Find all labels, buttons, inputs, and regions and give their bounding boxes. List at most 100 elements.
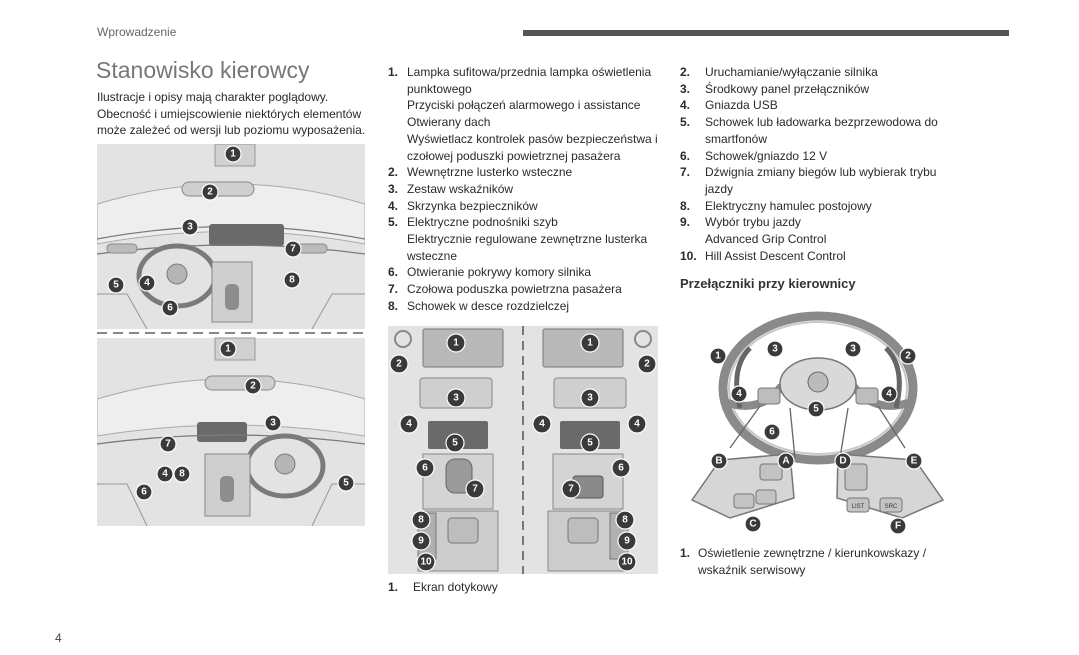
callout: 8 — [283, 271, 301, 289]
callout: B — [710, 452, 728, 470]
callout: 5 — [445, 433, 465, 453]
svg-text:8: 8 — [289, 275, 295, 286]
svg-text:1: 1 — [453, 338, 459, 349]
svg-text:10: 10 — [420, 557, 432, 568]
callout: 8 — [173, 465, 191, 483]
callout: 3 — [580, 388, 600, 408]
callout: 8 — [411, 510, 431, 530]
svg-text:3: 3 — [850, 344, 856, 355]
svg-text:6: 6 — [769, 427, 775, 438]
callout: 8 — [615, 510, 635, 530]
callout: F — [889, 517, 907, 535]
svg-text:E: E — [911, 456, 918, 467]
list-item: 4.Skrzynka bezpieczników — [388, 198, 538, 213]
callout: 1 — [446, 333, 466, 353]
svg-text:5: 5 — [113, 280, 119, 291]
callout: 9 — [617, 531, 637, 551]
callout: 6 — [135, 483, 153, 501]
callout: 3 — [844, 340, 862, 358]
src-label: SRC — [885, 504, 898, 510]
svg-text:7: 7 — [290, 244, 296, 255]
callout: 4 — [399, 414, 419, 434]
center-console-illustration: 1 2 3 4 5 6 7 8 9 10 1 2 3 4 4 5 6 7 8 9… — [388, 326, 658, 574]
svg-text:7: 7 — [568, 484, 574, 495]
svg-text:6: 6 — [141, 487, 147, 498]
svg-text:9: 9 — [624, 536, 630, 547]
callout: 6 — [611, 458, 631, 478]
dashboard-illustrations: 1 2 3 7 8 5 4 6 1 2 3 7 4 8 6 5 — [97, 144, 365, 526]
callout: 4 — [627, 414, 647, 434]
callout: 5 — [107, 276, 125, 294]
svg-text:8: 8 — [179, 469, 185, 480]
steering-wheel-illustration: LIST SRC 1 2 3 3 4 4 5 6 A B C D E F — [690, 311, 945, 535]
steering-switch-list: 1.Oświetlenie zewnętrzne / kierunkowskaz… — [680, 545, 950, 578]
list-item: 2.Wewnętrzne lusterko wsteczne — [388, 165, 573, 180]
svg-text:2: 2 — [396, 359, 402, 370]
callout: 3 — [181, 218, 199, 236]
svg-text:1: 1 — [715, 351, 721, 362]
callout: 1 — [709, 347, 727, 365]
svg-text:5: 5 — [452, 438, 458, 449]
list-item: 1.Oświetlenie zewnętrzne / kierunkowskaz… — [680, 546, 927, 577]
list-label: LIST — [852, 504, 865, 510]
callout: 5 — [337, 474, 355, 492]
svg-text:6: 6 — [618, 463, 624, 474]
callout: 7 — [159, 435, 177, 453]
callout: 9 — [411, 531, 431, 551]
callout: 4 — [156, 465, 174, 483]
callout: 2 — [201, 183, 219, 201]
list-item: 5.Elektryczne podnośniki szyb Elektryczn… — [388, 215, 648, 263]
svg-text:A: A — [782, 456, 789, 467]
callout: 1 — [219, 340, 237, 358]
svg-text:4: 4 — [736, 389, 742, 400]
callout: 6 — [763, 423, 781, 441]
intro-paragraph: Ilustracje i opisy mają charakter pogląd… — [97, 90, 366, 137]
callout: 4 — [532, 414, 552, 434]
page-number: 4 — [55, 631, 62, 645]
list-item: 3.Zestaw wskaźników — [388, 181, 514, 196]
page-title: Stanowisko kierowcy — [96, 57, 310, 83]
svg-text:5: 5 — [587, 438, 593, 449]
svg-text:3: 3 — [270, 418, 276, 429]
callout: 5 — [580, 433, 600, 453]
svg-text:5: 5 — [343, 478, 349, 489]
console-list: 1.Ekran dotykowy — [388, 579, 658, 596]
callout: 7 — [465, 479, 485, 499]
svg-text:4: 4 — [144, 278, 150, 289]
section-label: Wprowadzenie — [97, 25, 177, 39]
svg-text:8: 8 — [622, 515, 628, 526]
svg-text:4: 4 — [406, 419, 412, 430]
svg-text:2: 2 — [250, 381, 256, 392]
callout: 2 — [389, 354, 409, 374]
callout: 2 — [244, 377, 262, 395]
list-item: 2.Uruchamianie/wyłączanie silnika — [680, 65, 878, 79]
callout: 2 — [899, 347, 917, 365]
svg-text:8: 8 — [418, 515, 424, 526]
svg-text:3: 3 — [772, 344, 778, 355]
dashboard-lhd-illustration — [97, 144, 365, 330]
callout: 3 — [264, 414, 282, 432]
component-list-left: 1.Lampka sufitowa/przednia lampka oświet… — [388, 64, 658, 315]
svg-text:C: C — [749, 519, 756, 530]
callout: 5 — [807, 400, 825, 418]
svg-text:D: D — [839, 456, 846, 467]
svg-text:3: 3 — [587, 393, 593, 404]
svg-text:5: 5 — [813, 404, 819, 415]
list-item: 9.Wybór trybu jazdy Advanced Grip Contro… — [680, 215, 827, 247]
svg-text:7: 7 — [165, 439, 171, 450]
callout: 2 — [637, 354, 657, 374]
steering-switches-heading: Przełączniki przy kierownicy — [680, 276, 856, 291]
callout: 7 — [561, 479, 581, 499]
callout: 4 — [880, 385, 898, 403]
svg-text:1: 1 — [230, 149, 236, 160]
callout: D — [834, 452, 852, 470]
svg-text:4: 4 — [886, 389, 892, 400]
svg-text:7: 7 — [472, 484, 478, 495]
svg-text:4: 4 — [539, 419, 545, 430]
svg-text:2: 2 — [644, 359, 650, 370]
svg-text:6: 6 — [422, 463, 428, 474]
callout: 10 — [416, 552, 436, 572]
svg-text:6: 6 — [167, 303, 173, 314]
header-rule — [523, 30, 1009, 36]
svg-text:4: 4 — [162, 469, 168, 480]
